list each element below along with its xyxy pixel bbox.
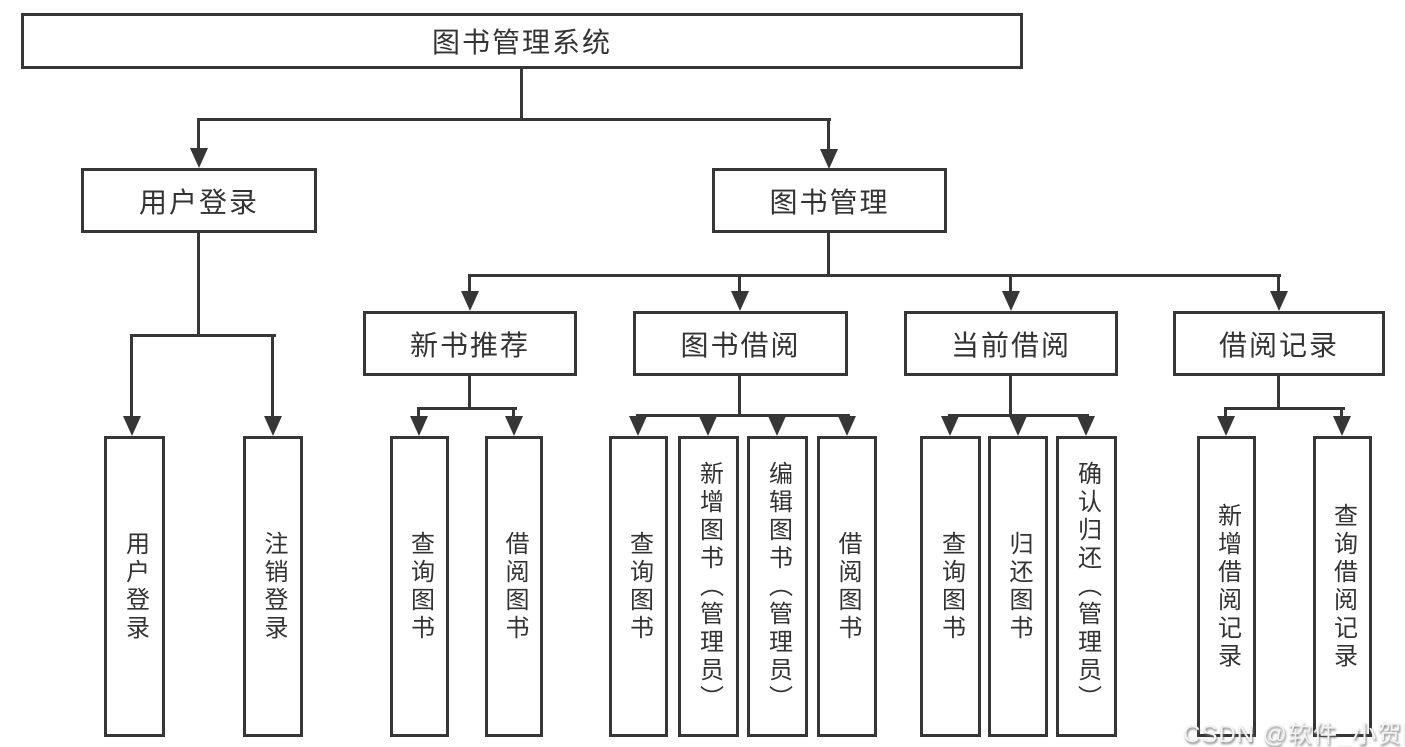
connector-br-query-drop: [1340, 407, 1343, 418]
arrowhead-to-user-login: [190, 148, 208, 168]
arrowhead-to-cb-query: [941, 416, 959, 436]
connector-root-rail: [197, 118, 831, 121]
connector-new-books-stem: [468, 375, 471, 410]
connector-root-stem: [520, 68, 523, 118]
arrowhead-to-nb-query: [410, 416, 428, 436]
node-new-books: 新书推荐: [363, 311, 577, 376]
leaf-user-login-label: 用户登录: [121, 530, 149, 643]
leaf-bb-edit-books-admin-label: 编辑图书（管理员）: [764, 460, 792, 713]
leaf-br-add-record-label: 新增借阅记录: [1213, 502, 1241, 671]
node-borrow-records: 借阅记录: [1173, 311, 1385, 376]
leaf-bb-query-books-label: 查询图书: [625, 530, 653, 643]
arrowhead-to-bb-query: [629, 416, 647, 436]
connector-book-mgmt-drop: [827, 118, 830, 152]
connector-user-login-stem: [197, 232, 200, 337]
leaf-bb-add-books-admin: 新增图书（管理员）: [678, 436, 739, 737]
leaf-br-query-record-label: 查询借阅记录: [1329, 502, 1357, 671]
connector-book-borrow-stem: [738, 375, 741, 417]
node-book-borrow-label: 图书借阅: [680, 329, 801, 361]
leaf-nb-borrow-books-label: 借阅图书: [501, 530, 528, 643]
leaf-br-query-record: 查询借阅记录: [1313, 436, 1372, 737]
connector-new-books-rail: [417, 407, 517, 410]
arrowhead-to-cb-return: [1009, 416, 1027, 436]
connector-leaf-logout-drop: [271, 334, 274, 418]
node-book-mgmt: 图书管理: [712, 168, 947, 233]
node-new-books-label: 新书推荐: [409, 329, 530, 361]
leaf-nb-borrow-books: 借阅图书: [485, 436, 543, 737]
connector-borrow-records-stem: [1277, 373, 1280, 410]
leaf-nb-query-books-label: 查询图书: [406, 530, 434, 643]
leaf-bb-add-books-admin-label: 新增图书（管理员）: [695, 460, 723, 713]
arrowhead-to-leaf-login: [123, 416, 141, 436]
arrowhead-to-nb-borrow: [505, 416, 523, 436]
connector-new-books-drop: [468, 274, 471, 294]
node-user-login-label: 用户登录: [138, 186, 259, 218]
arrowhead-to-bb-borrow: [838, 416, 856, 436]
connector-nb-borrow-drop: [512, 407, 515, 418]
node-book-borrow: 图书借阅: [633, 311, 848, 376]
node-root-label: 图书管理系统: [431, 27, 612, 58]
arrowhead-to-cb-confirm: [1077, 416, 1095, 436]
arrowhead-to-book-mgmt: [820, 149, 838, 169]
arrowhead-to-current-borrow: [1002, 291, 1020, 311]
arrowhead-to-br-query: [1333, 416, 1351, 436]
connector-book-borrow-rail: [636, 414, 850, 417]
arrowhead-to-bb-add: [699, 416, 717, 436]
arrowhead-to-new-books: [461, 291, 479, 311]
leaf-cb-confirm-return-admin: 确认归还（管理员）: [1056, 436, 1117, 737]
node-borrow-records-label: 借阅记录: [1218, 329, 1339, 361]
connector-nb-query-drop: [417, 407, 420, 418]
connector-current-borrow-drop: [1009, 274, 1012, 294]
leaf-cb-query-books-label: 查询图书: [937, 530, 965, 643]
arrowhead-to-br-add: [1217, 416, 1235, 436]
connector-br-add-drop: [1224, 407, 1227, 418]
connector-book-mgmt-stem: [827, 232, 830, 277]
leaf-logout: 注销登录: [243, 436, 303, 737]
connector-book-borrow-drop: [738, 274, 741, 294]
leaf-logout-label: 注销登录: [260, 530, 287, 643]
leaf-cb-query-books: 查询图书: [920, 436, 981, 737]
node-book-mgmt-label: 图书管理: [769, 186, 890, 218]
leaf-cb-return-books: 归还图书: [988, 436, 1048, 737]
connector-borrow-records-rail: [1224, 407, 1345, 410]
arrowhead-to-bb-edit: [768, 416, 786, 436]
connector-current-borrow-stem: [1009, 375, 1012, 417]
connector-book-mgmt-rail: [468, 274, 1281, 277]
leaf-bb-query-books: 查询图书: [609, 436, 668, 737]
leaf-cb-return-books-label: 归还图书: [1005, 530, 1032, 643]
node-current-borrow-label: 当前借阅: [950, 329, 1071, 361]
connector-leaf-login-drop: [130, 334, 133, 418]
leaf-user-login: 用户登录: [104, 436, 165, 737]
arrowhead-to-leaf-logout: [264, 416, 282, 436]
arrowhead-to-book-borrow: [731, 291, 749, 311]
leaf-cb-confirm-return-admin-label: 确认归还（管理员）: [1073, 460, 1101, 713]
leaf-bb-edit-books-admin: 编辑图书（管理员）: [747, 436, 808, 737]
leaf-br-add-record: 新增借阅记录: [1197, 436, 1256, 737]
connector-borrow-records-drop: [1277, 274, 1280, 294]
connector-user-login-drop: [197, 118, 200, 151]
leaf-nb-query-books: 查询图书: [390, 436, 449, 737]
csdn-watermark: CSDN @软件_小贺同学: [1183, 721, 1405, 747]
leaf-bb-borrow-books: 借阅图书: [817, 436, 877, 737]
node-user-login: 用户登录: [81, 168, 317, 233]
node-current-borrow: 当前借阅: [904, 311, 1118, 376]
node-root-system: 图书管理系统: [21, 13, 1023, 69]
leaf-bb-borrow-books-label: 借阅图书: [834, 530, 861, 643]
connector-user-login-rail: [130, 334, 276, 337]
arrowhead-to-borrow-records: [1270, 291, 1288, 311]
